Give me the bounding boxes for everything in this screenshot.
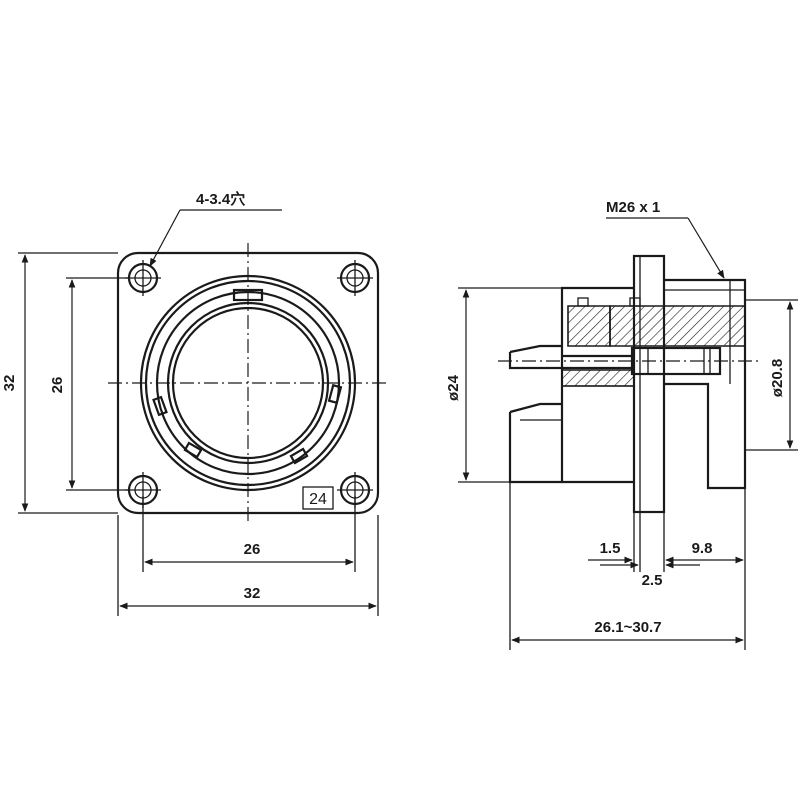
mounting-holes — [125, 260, 373, 508]
dim-length: 26.1~30.7 — [594, 619, 661, 636]
dim-height-outer: 32 — [1, 375, 18, 392]
contact-count-label: 24 — [309, 491, 327, 508]
dim-width-inner: 26 — [244, 541, 261, 558]
dim-dia-thread: ø20.8 — [769, 359, 786, 397]
insert-section — [567, 305, 611, 347]
front-view: 24 4-3.4穴 26 32 32 26 — [1, 190, 388, 616]
dim-dia-flange: ø24 — [445, 374, 462, 401]
flange-plate — [632, 254, 666, 514]
hole-note: 4-3.4穴 — [196, 190, 245, 208]
dim-height-inner: 26 — [49, 377, 66, 394]
receptacle-rings — [139, 274, 357, 492]
dim-c: 2.5 — [642, 572, 663, 589]
dim-a: 1.5 — [600, 540, 621, 557]
lower-section — [561, 369, 635, 387]
contact-count-box — [302, 486, 334, 510]
thread-section — [609, 305, 746, 347]
dim-width-outer: 32 — [244, 585, 261, 602]
dim-b: 9.8 — [692, 540, 713, 557]
thread-note: M26 x 1 — [606, 199, 660, 216]
side-view: M26 x 1 ø24 ø20.8 1.5 9.8 2.5 26.1~30.7 — [445, 199, 798, 650]
